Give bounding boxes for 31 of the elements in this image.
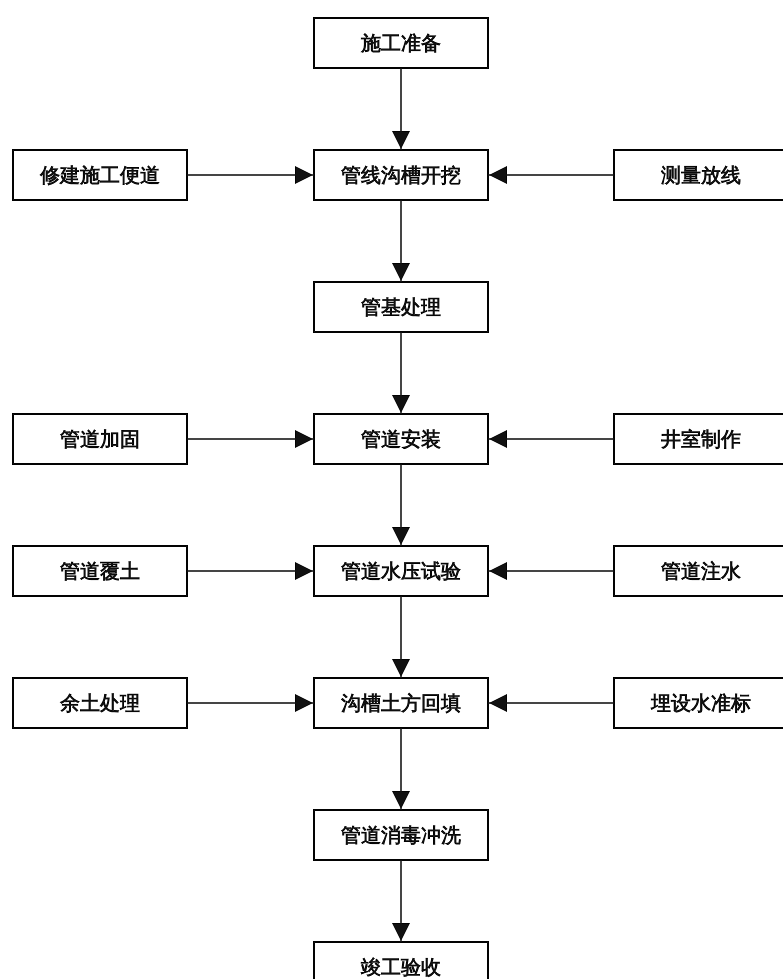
process-box: 管基处理 <box>313 281 489 333</box>
process-box: 井室制作 <box>613 413 783 465</box>
arrow <box>188 694 313 712</box>
arrow <box>188 166 313 184</box>
process-box: 测量放线 <box>613 149 783 201</box>
process-box: 管道加固 <box>12 413 188 465</box>
process-box: 埋设水准标 <box>613 677 783 729</box>
process-box: 施工准备 <box>313 17 489 69</box>
arrow <box>392 201 410 281</box>
process-box: 修建施工便道 <box>12 149 188 201</box>
arrow <box>392 465 410 545</box>
process-box: 管道注水 <box>613 545 783 597</box>
arrow <box>188 430 313 448</box>
process-box: 余土处理 <box>12 677 188 729</box>
process-box: 管道安装 <box>313 413 489 465</box>
arrow <box>392 729 410 809</box>
arrow <box>489 430 613 448</box>
arrow <box>392 69 410 149</box>
arrow <box>188 562 313 580</box>
arrow <box>392 597 410 677</box>
process-box: 沟槽土方回填 <box>313 677 489 729</box>
process-box: 竣工验收 <box>313 941 489 979</box>
arrow <box>489 166 613 184</box>
arrow <box>392 861 410 941</box>
process-box: 管线沟槽开挖 <box>313 149 489 201</box>
arrow <box>489 694 613 712</box>
process-box: 管道消毒冲洗 <box>313 809 489 861</box>
process-box: 管道覆土 <box>12 545 188 597</box>
arrow <box>392 333 410 413</box>
process-box: 管道水压试验 <box>313 545 489 597</box>
arrow <box>489 562 613 580</box>
